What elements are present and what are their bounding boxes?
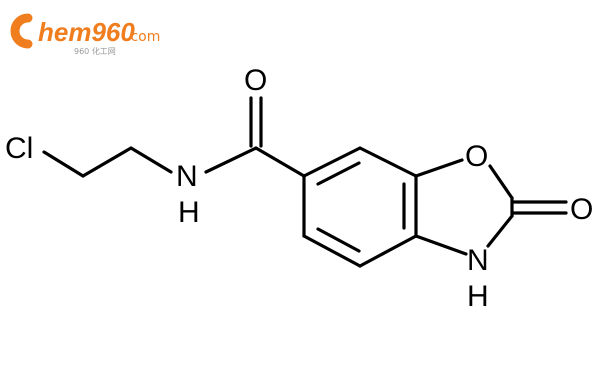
atom-h-ring: H [467, 280, 489, 313]
logo-c-icon [10, 13, 33, 49]
bond-c-c [81, 146, 133, 178]
ring-bond-1 [302, 146, 362, 178]
bond-cl-c [42, 150, 85, 178]
bonds [42, 96, 568, 268]
logo-brand-text: hem960 [38, 17, 135, 47]
bond-n-c3a [414, 234, 468, 256]
bond-o-c2 [488, 164, 514, 200]
atom-labels: Cl N H O O O N H [5, 64, 593, 313]
ring-bond-4 [358, 234, 418, 268]
bond-c2-n [486, 214, 514, 248]
atom-h-amide: H [178, 196, 200, 229]
ring-bond-2 [358, 146, 418, 178]
atom-o-ketone: O [570, 193, 593, 226]
atom-n-amide: N [176, 160, 198, 193]
bond-n-carbonyl [204, 146, 258, 174]
bond-c-n [129, 146, 173, 174]
ring-bond-5-inner [316, 227, 361, 253]
ring-bond-5 [302, 234, 362, 268]
ring-bond-1-inner [316, 161, 361, 186]
atom-o-carbonyl: O [244, 64, 267, 97]
bond-carbonyl-ring [254, 146, 306, 178]
bond-c7a-o [414, 158, 464, 178]
chem960-logo[interactable]: hem960 .com 960 化工网 [10, 13, 160, 56]
atom-o-ring: O [465, 140, 488, 173]
logo-domain: .com [126, 29, 160, 45]
atom-cl: Cl [5, 132, 33, 165]
atom-n-ring: N [467, 244, 489, 277]
logo-subtext: 960 化工网 [74, 46, 116, 56]
